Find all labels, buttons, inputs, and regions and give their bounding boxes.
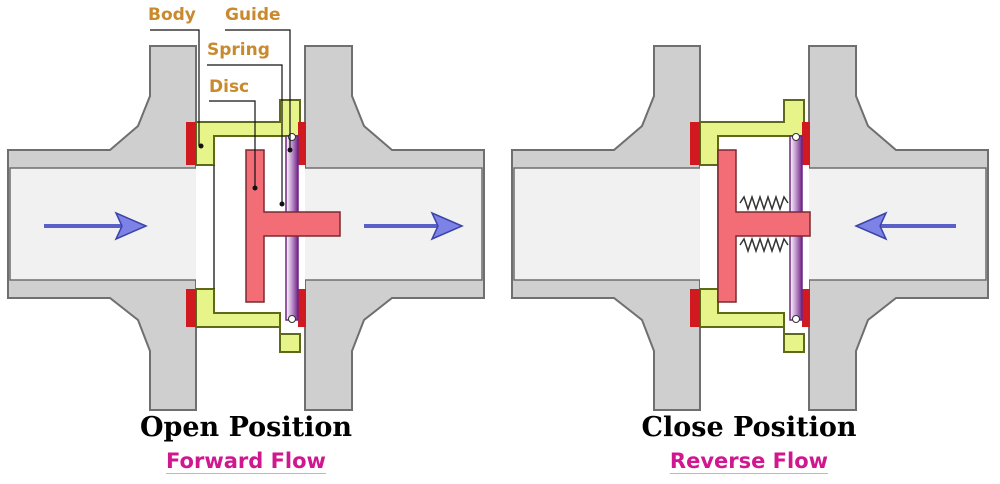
forward-flow-arrow-out xyxy=(364,211,464,241)
spring-leader xyxy=(207,64,283,204)
body-leader xyxy=(150,29,200,146)
callout-leaders xyxy=(150,29,291,204)
left-seal-top-right xyxy=(298,122,306,165)
left-seal-top-left xyxy=(186,122,196,165)
open-position-title: Open Position xyxy=(139,412,353,443)
right-valve-body-lower xyxy=(699,288,805,353)
body-label: Body xyxy=(148,5,196,25)
right-seal-top-left xyxy=(690,122,700,165)
guide-label: Guide xyxy=(225,5,281,25)
left-valve-body-lower xyxy=(195,288,301,353)
guide-leader xyxy=(225,29,291,150)
right-seal-top-right xyxy=(802,122,810,165)
left-seal-bottom-left xyxy=(186,289,196,327)
disc-leader xyxy=(209,100,256,188)
disc-label: Disc xyxy=(209,77,250,97)
reverse-flow-arrow xyxy=(854,211,956,241)
forward-flow-arrow-in xyxy=(44,211,148,241)
right-seal-bottom-right xyxy=(802,289,810,327)
close-position-title: Close Position xyxy=(641,412,857,443)
forward-flow-subtitle: Forward Flow xyxy=(166,449,326,474)
close-position-valve xyxy=(511,45,989,411)
open-position-valve xyxy=(7,45,485,411)
right-seal-bottom-left xyxy=(690,289,700,327)
spring-label: Spring xyxy=(207,40,270,60)
reverse-flow-subtitle: Reverse Flow xyxy=(669,449,829,474)
left-seal-bottom-right xyxy=(298,289,306,327)
left-valve-disc xyxy=(245,149,341,303)
right-valve-disc xyxy=(717,149,811,303)
right-spring xyxy=(739,194,789,254)
